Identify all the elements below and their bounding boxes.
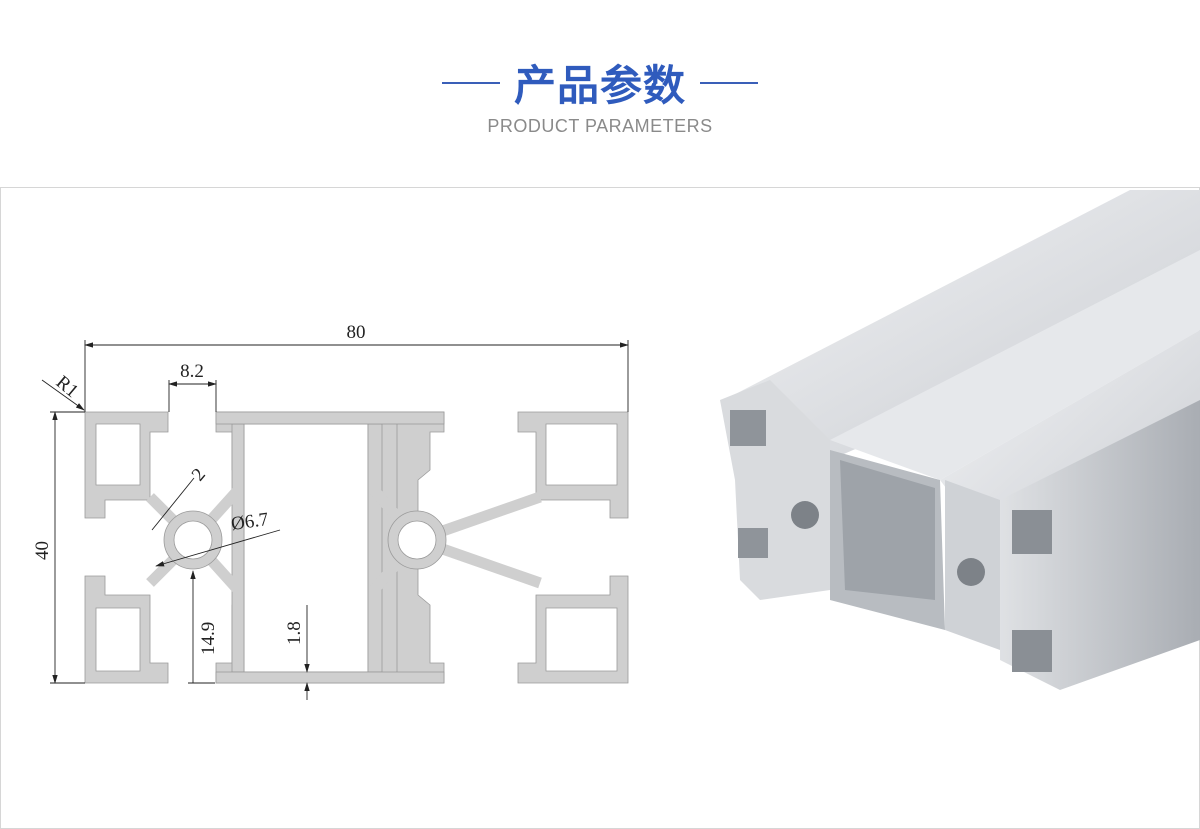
title-divider-right	[700, 81, 758, 84]
corner-block-bottom-right	[517, 575, 629, 684]
dim-slot-width: 8.2	[180, 361, 204, 382]
dimensions	[41, 340, 629, 700]
dim-bottom-wall: 1.8	[284, 621, 305, 645]
section-title: 产品参数	[513, 61, 686, 110]
dim-center-height: 14.9	[198, 622, 219, 655]
dim-bore: Ø6.7	[230, 509, 270, 535]
profile-cross-section	[84, 411, 629, 684]
dim-radius: R1	[52, 372, 82, 402]
corner-block-bottom-left	[84, 575, 169, 684]
product-photo	[720, 190, 1200, 690]
title-row: 产品参数	[0, 52, 1200, 113]
section-header: 产品参数 PRODUCT PARAMETERS	[0, 0, 1200, 187]
dim-width: 80	[347, 322, 366, 343]
title-divider-left	[441, 81, 500, 84]
section-subtitle: PRODUCT PARAMETERS	[487, 116, 713, 136]
dim-height: 40	[32, 541, 53, 560]
